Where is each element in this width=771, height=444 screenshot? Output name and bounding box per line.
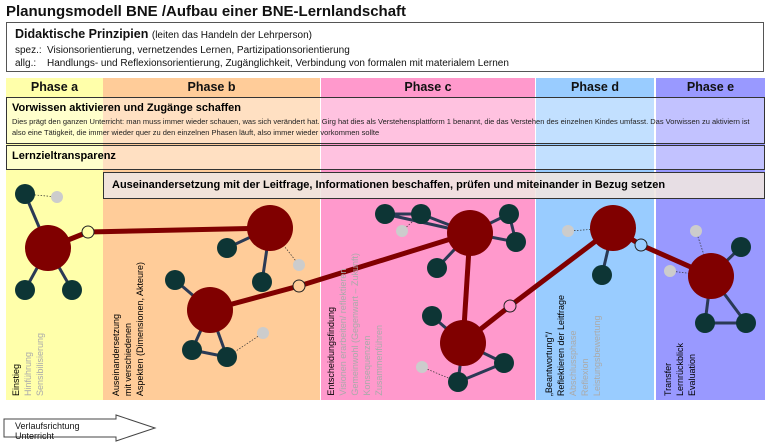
main-link [298,230,471,289]
connector-node [634,238,648,252]
connector-node [292,279,306,293]
sub-node [15,184,35,204]
allg-text: Handlungs- und Reflexionsorientierung, Z… [47,58,509,69]
main-node [447,210,493,256]
principles-heading: Didaktische Prinzipien [15,27,149,41]
phase-a-line: Einstieg [11,363,21,396]
arrow-label: Verlaufsrichtung Unterricht [15,421,80,441]
spez-label: spez.: [15,45,42,56]
connector-node [503,299,517,313]
dotted-link [421,366,459,383]
sub-node [217,347,237,367]
main-node [440,320,486,366]
dotted-link [24,193,58,198]
grey-node [396,225,408,237]
arrow-shape [3,414,157,442]
vorwissen-title: Vorwissen aktivieren und Zugänge schaffe… [12,102,242,114]
sub-node [731,237,751,257]
sub-node [182,340,202,360]
phase-d-sub: Reflexion [580,358,590,396]
sub-node [506,232,526,252]
phase-c-sub: Gemeinwohl (Gegenwart – Zukunft) [350,253,360,396]
allg-label: allg.: [15,58,37,69]
main-node [25,225,71,271]
connector-node [81,225,95,239]
sub-node [252,272,272,292]
grey-node [293,259,305,271]
auseinandersetzung-band: Auseinandersetzung mit der Leitfrage, In… [103,172,765,199]
principles-note: (leiten das Handeln der Lehrperson) [151,30,312,41]
phase-a-sub: Sensibilisierung [35,332,45,396]
phase-e-line: Transfer [663,362,673,396]
vorwissen-text: Dies prägt den ganzen Unterricht: man mu… [12,117,750,137]
vorwissen-band: Vorwissen aktivieren und Zugänge schaffe… [6,97,765,144]
grey-node [257,327,269,339]
phase-e-line: Evaluation [687,353,697,396]
lernziel-band: Lernzieltransparenz [6,145,765,170]
sub-node [448,372,468,392]
sub-node [695,313,715,333]
grey-node [51,191,63,203]
main-link [87,225,271,235]
main-node [187,287,233,333]
sub-node [499,204,519,224]
phase-d-sub: Abschlussphase [568,330,578,396]
grey-node [690,225,702,237]
main-node [688,253,734,299]
auseinandersetzung-title: Auseinandersetzung mit der Leitfrage, In… [112,179,666,191]
sub-node [736,313,756,333]
phase-c-line: Entscheidungsfindung [326,307,336,396]
phase-d-sub: Leistungsbewertung [592,315,602,396]
phase-c-sub: Konsequenzen [362,335,372,396]
phase-b-line: Aspekten (Dimensionen, Akteure) [135,261,145,396]
lernziel-title: Lernzieltransparenz [12,150,116,162]
phase-b-line: mit verschiedenen [123,322,133,396]
phase-e-line: Lernrückblick [675,342,685,396]
phase-a-sub: Hinführung [23,351,33,396]
sub-node [411,204,431,224]
sub-node [427,258,447,278]
main-node [247,205,293,251]
grey-node [664,265,676,277]
phase-d-line: Reflektieren der Leitfrage [556,294,566,396]
sub-node [494,353,514,373]
sub-node [62,280,82,300]
phase-c-sub: Visionen erarbeiten/ reflektieren [338,269,348,396]
main-node [590,205,636,251]
phase-b-line: Auseinandersetzung [111,313,121,396]
page-title: Planungsmodell BNE /Aufbau einer BNE-Ler… [6,3,407,20]
principles-box: Didaktische Prinzipien (leiten das Hande… [6,22,764,72]
sub-node [217,238,237,258]
sub-node [15,280,35,300]
grey-node [416,361,428,373]
sub-node [165,270,185,290]
sub-node [422,306,442,326]
spez-text: Visionsorientierung, vernetzendes Lernen… [47,45,350,56]
phase-d-line: „Beantwortung"/ [544,331,554,396]
phase-d-text: „Beantwortung"/Reflektieren der Leitfrag… [543,295,603,396]
phase-c-sub: Zusammenführen [374,325,384,396]
sub-node [592,265,612,285]
grey-node [562,225,574,237]
sub-node [375,204,395,224]
